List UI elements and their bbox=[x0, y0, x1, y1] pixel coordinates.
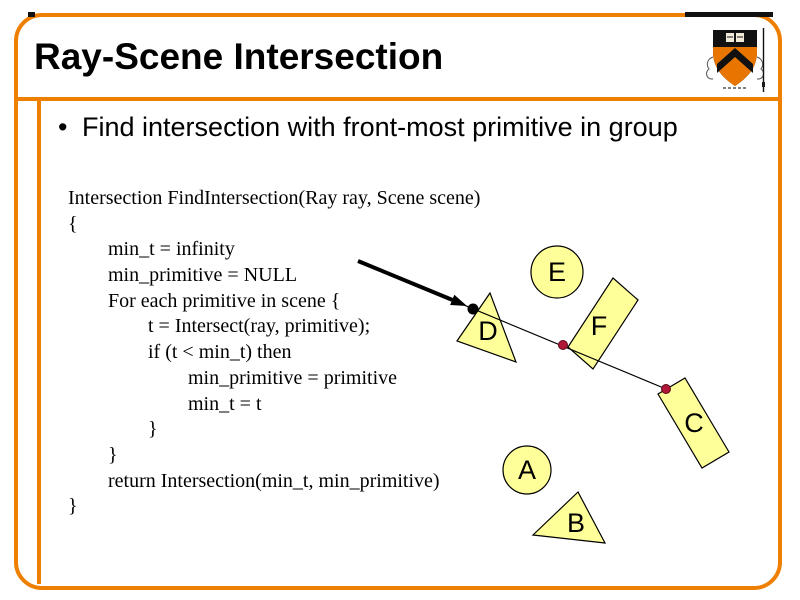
code-line: } bbox=[148, 418, 158, 441]
code-line: if (t < min_t) then bbox=[148, 341, 292, 364]
shield-mantling-right bbox=[756, 56, 764, 80]
code-line: } bbox=[108, 443, 118, 466]
primitive-label-A: A bbox=[518, 455, 536, 485]
left-margin-rule bbox=[37, 101, 41, 584]
pseudocode-block: Intersection FindIntersection(Ray ray, S… bbox=[68, 186, 498, 520]
ray-arrow-shaft bbox=[357, 259, 453, 302]
shield-mantling-left bbox=[706, 56, 714, 80]
code-line: { bbox=[68, 212, 78, 235]
code-line: min_primitive = primitive bbox=[188, 366, 398, 389]
bullet-item: • Find intersection with front-most primi… bbox=[58, 112, 768, 143]
primitive-label-D: D bbox=[478, 316, 498, 346]
code-line: t = Intersect(ray, primitive); bbox=[148, 315, 371, 338]
code-line: return Intersection(min_t, min_primitive… bbox=[108, 469, 440, 492]
hit-point-dot-1 bbox=[558, 340, 568, 350]
shield-chevron bbox=[717, 48, 753, 73]
primitive-label-B: B bbox=[567, 508, 585, 538]
slide-frame-border bbox=[14, 13, 782, 590]
hit-point-dot-2 bbox=[661, 384, 671, 394]
primitive-shape-D bbox=[456, 291, 518, 363]
code-line: min_t = infinity bbox=[108, 238, 235, 261]
frame-top-dark-tick bbox=[28, 12, 35, 17]
title-divider-rule bbox=[16, 97, 780, 101]
primitive-label-E: E bbox=[548, 257, 566, 287]
code-line: For each primitive in scene { bbox=[108, 289, 341, 312]
bullet-text: Find intersection with front-most primit… bbox=[82, 112, 678, 142]
primitive-shape-A bbox=[502, 445, 552, 495]
primitive-shape-E bbox=[530, 245, 584, 299]
slide-title: Ray-Scene Intersection bbox=[34, 36, 444, 77]
primitive-shape-B bbox=[531, 491, 607, 544]
code-line: } bbox=[68, 495, 78, 518]
code-line: min_primitive = NULL bbox=[108, 264, 298, 287]
princeton-shield-logo bbox=[706, 28, 765, 92]
bullet-icon: • bbox=[58, 112, 68, 142]
shield-side-glyph bbox=[762, 82, 765, 87]
primitive-label-F: F bbox=[591, 311, 608, 341]
shield-field bbox=[713, 47, 757, 86]
ray-arrowhead-icon bbox=[450, 294, 467, 306]
code-line: Intersection FindIntersection(Ray ray, S… bbox=[68, 187, 481, 209]
primitive-label-C: C bbox=[684, 408, 704, 438]
code-line: min_t = t bbox=[188, 392, 262, 415]
frame-top-dark-segment bbox=[685, 12, 773, 17]
ray-origin-dot bbox=[467, 303, 479, 315]
primitive-shape-F bbox=[567, 277, 639, 370]
